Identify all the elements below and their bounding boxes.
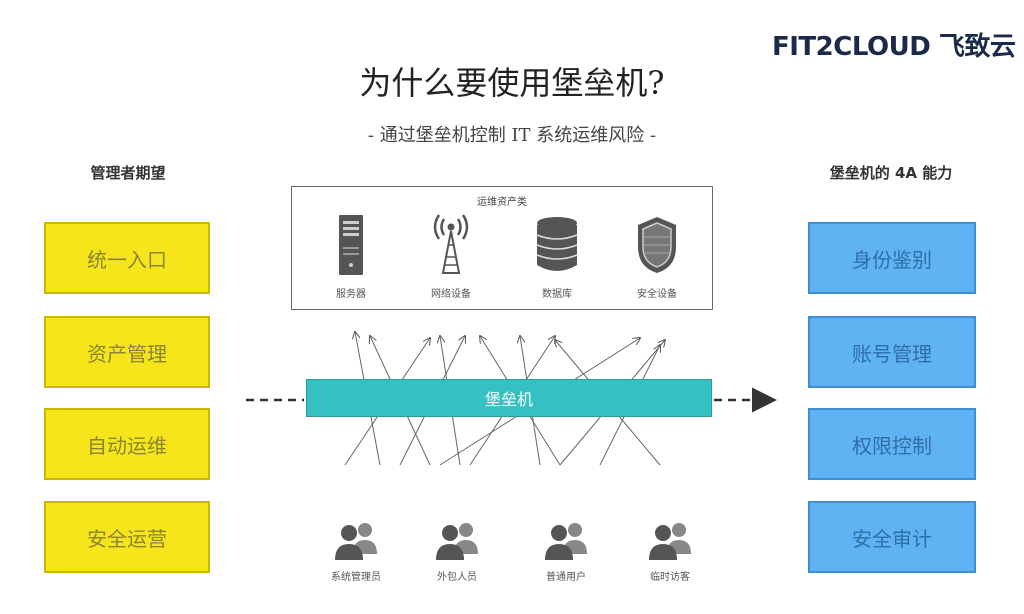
database-icon [536, 217, 578, 271]
assets-panel: 运维资产类 服务器 网络设备 数据库 [291, 186, 713, 310]
expectation-box: 安全运营 [44, 501, 210, 573]
users-icon [649, 523, 691, 560]
users-icon [335, 523, 377, 560]
assets-panel-title: 运维资产类 [477, 197, 527, 208]
expectation-box: 自动运维 [44, 408, 210, 480]
capability-box: 权限控制 [808, 408, 976, 480]
server-icon [339, 215, 363, 275]
shield-icon [638, 217, 676, 273]
user-group: 系统管理员 [316, 520, 396, 583]
expectation-box: 资产管理 [44, 316, 210, 388]
right-column-heading: 堡垒机的 4A 能力 [829, 164, 953, 182]
asset-label: 网络设备 [431, 289, 471, 300]
user-group: 临时访客 [630, 520, 710, 583]
capability-box: 身份鉴别 [808, 222, 976, 294]
network-tower-icon [433, 214, 469, 274]
user-label: 普通用户 [546, 572, 586, 583]
left-column-heading: 管理者期望 [90, 164, 166, 182]
capability-box: 账号管理 [808, 316, 976, 388]
expectation-box: 统一入口 [44, 222, 210, 294]
asset-database: 数据库 [522, 213, 592, 300]
page-subtitle: - 通过堡垒机控制 IT 系统运维风险 - [367, 125, 657, 146]
user-label: 系统管理员 [331, 572, 381, 583]
page-title: 为什么要使用堡垒机? [359, 64, 665, 102]
asset-security-device: 安全设备 [622, 213, 692, 300]
users-icon [545, 523, 587, 560]
user-group: 外包人员 [417, 520, 497, 583]
asset-label: 服务器 [336, 289, 366, 300]
asset-server: 服务器 [316, 213, 386, 300]
brand-logo: FIT2CLOUD 飞致云 [772, 32, 1016, 62]
asset-label: 数据库 [542, 289, 572, 300]
user-label: 外包人员 [437, 572, 477, 583]
asset-label: 安全设备 [637, 289, 677, 300]
bastion-bar: 堡垒机 [306, 379, 712, 417]
user-label: 临时访客 [650, 572, 690, 583]
user-group: 普通用户 [526, 520, 606, 583]
capability-box: 安全审计 [808, 501, 976, 573]
asset-network: 网络设备 [416, 213, 486, 300]
users-icon [436, 523, 478, 560]
